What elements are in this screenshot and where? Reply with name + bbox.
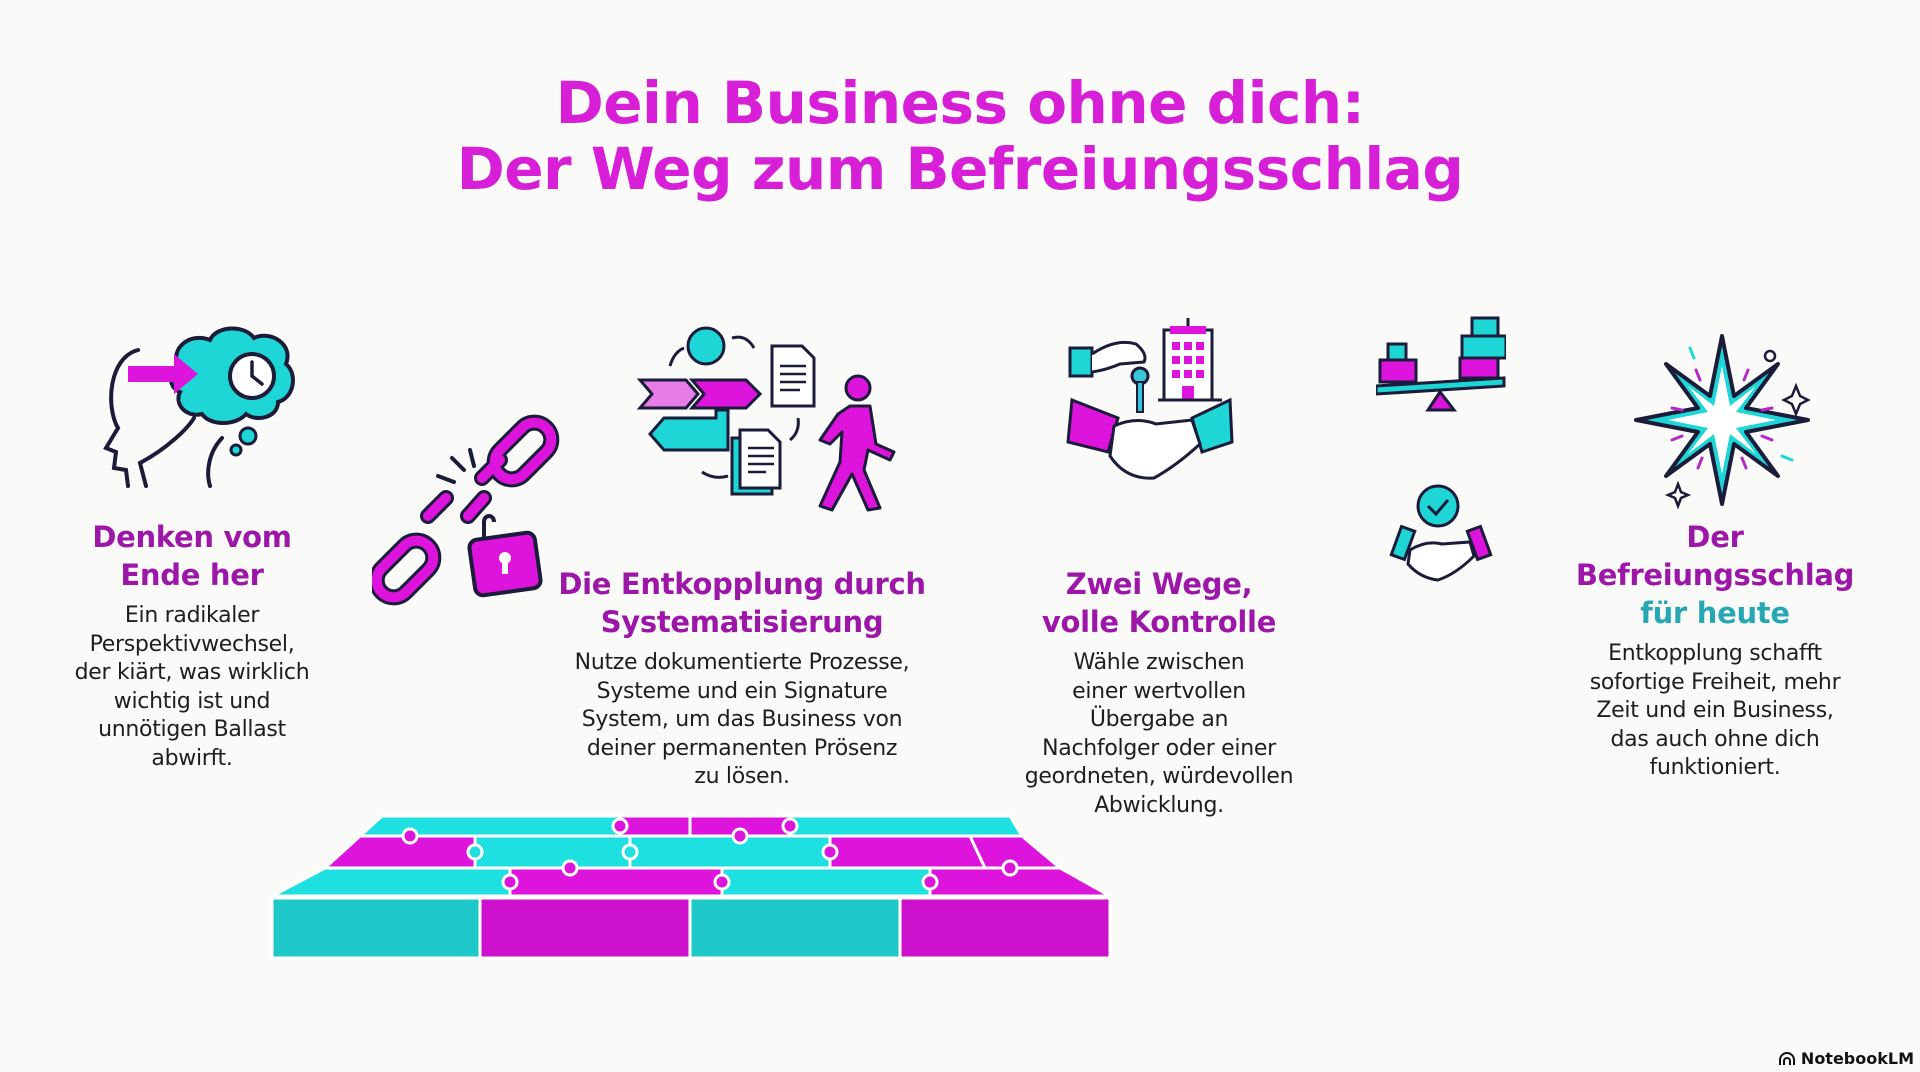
handshake-check-icon [1389,484,1493,582]
step-4-heading-accent: für heute [1640,596,1790,630]
puzzle-platform-illustration [270,814,1112,960]
title-line-2: Der Weg zum Befreiungsschlag [456,135,1464,203]
step-2-description: Nutze dokumentierte Prozesse, Systeme un… [574,650,910,789]
process-flow-walking-person-icon [636,326,896,512]
branding-label: NotebookLM [1800,1049,1914,1068]
step-3: Zwei Wege, volle Kontrolle Wähle zwische… [994,565,1324,820]
step-1-description: Ein radikaler Perspektivwechsel, der kiä… [74,603,310,771]
step-1-heading: Denken vom Ende her [92,520,292,592]
step-4-description: Entkopplung schafft sofortige Freiheit, … [1589,641,1841,780]
starburst-icon [1634,334,1811,510]
step-2: Die Entkopplung durch Systematisierung N… [542,565,942,792]
step-4: Der Befreiungsschlag für heute Entkopplu… [1560,518,1870,783]
step-3-heading: Zwei Wege, volle Kontrolle [1041,567,1277,639]
step-1: Denken vom Ende her Ein radikaler Perspe… [50,518,334,773]
step-2-heading: Die Entkopplung durch Systematisierung [558,567,926,639]
notebooklm-logo-icon [1778,1051,1795,1065]
step-4-heading: Der Befreiungsschlag für heute [1560,518,1870,632]
broken-chain-padlock-icon [372,414,560,606]
page-title: Dein Business ohne dich: Der Weg zum Bef… [0,70,1920,202]
step-3-description: Wähle zwischen einer wertvollen Übergabe… [1024,650,1294,818]
title-line-1: Dein Business ohne dich: [555,69,1365,137]
handshake-key-building-icon [1066,318,1234,480]
head-thought-clock-icon [103,326,295,488]
balance-scale-icon [1376,316,1506,412]
notebooklm-branding: NotebookLM [1778,1049,1914,1068]
